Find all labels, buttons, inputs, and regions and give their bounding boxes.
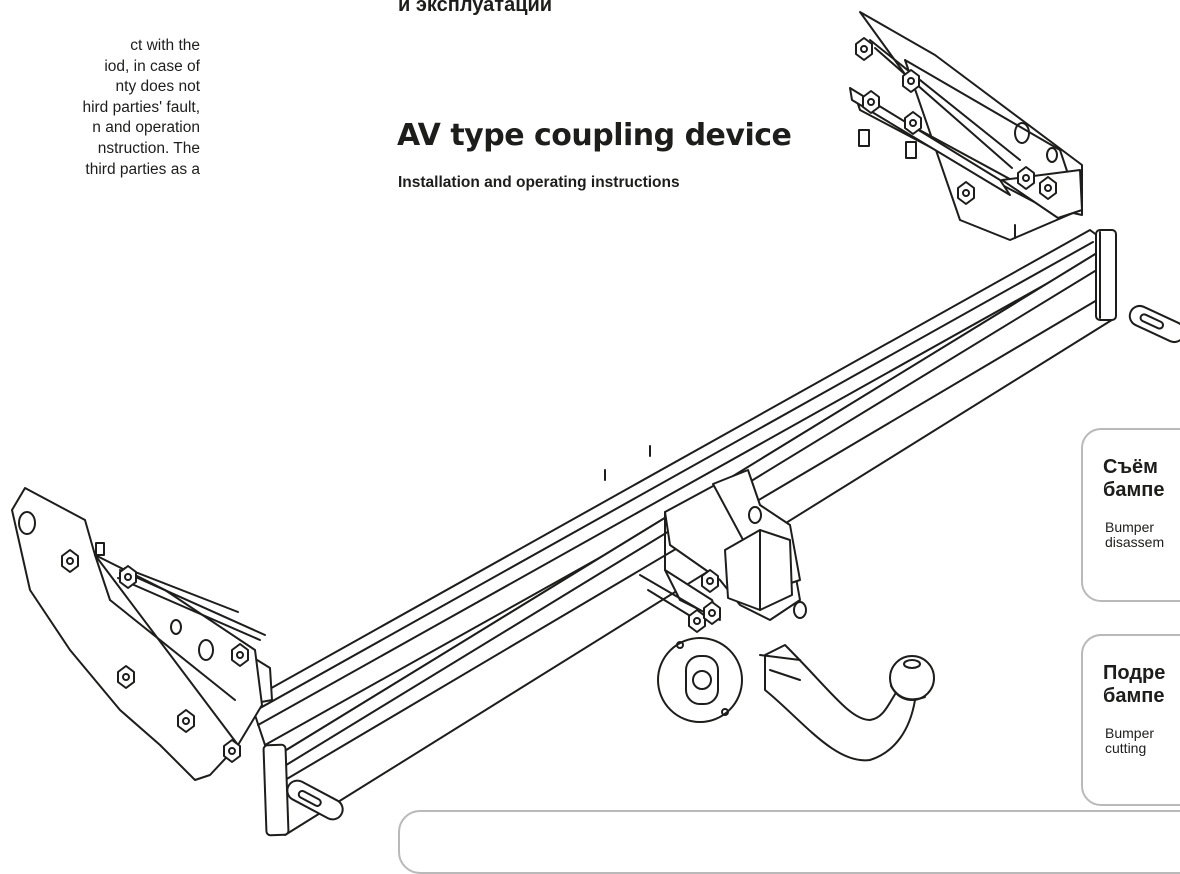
bumper-disassembly-card: Съём бампе Bumper disassem <box>1081 428 1180 602</box>
bolt <box>862 90 880 114</box>
left-strap <box>286 779 344 821</box>
bottom-info-frame <box>398 810 1180 874</box>
socket-bolts <box>688 569 721 633</box>
warranty-line: third parties as a <box>85 160 200 178</box>
page-title: AV type coupling device <box>397 118 792 153</box>
warranty-line: nty does not <box>115 78 200 96</box>
tow-bar-illustration <box>11 11 1180 837</box>
card-description: Bumper disassem <box>1105 519 1165 550</box>
bumper-cutting-card: Подре бампе Bumper cutting <box>1081 634 1180 806</box>
bolt <box>855 37 873 61</box>
bolt <box>703 601 721 625</box>
bolt <box>177 709 195 733</box>
bolt <box>904 111 922 135</box>
card-title: Подре бампе <box>1103 662 1166 707</box>
warranty-text: ct with the iod, in case of nty does not… <box>0 36 200 180</box>
warranty-line: hird parties' fault, <box>82 98 200 116</box>
right-bracket <box>849 11 1083 241</box>
left-bracket <box>11 487 273 781</box>
bolt <box>117 665 135 689</box>
bolt <box>231 643 249 667</box>
ru-heading-line: и эксплуатации <box>398 0 553 16</box>
bolt <box>1017 166 1035 190</box>
warranty-line: ct with the <box>130 37 200 54</box>
hitch-assembly <box>639 469 807 626</box>
bolt <box>688 609 706 633</box>
page-subtitle: Installation and operating instructions <box>398 174 680 191</box>
bolt <box>119 565 137 589</box>
right-strap <box>1128 304 1180 344</box>
bolt <box>223 739 241 763</box>
card-description: Bumper cutting <box>1105 725 1155 756</box>
warranty-line: nstruction. The <box>97 139 200 157</box>
socket-plate <box>657 637 743 723</box>
bolt <box>1039 176 1057 200</box>
warranty-line: iod, in case of <box>104 57 200 75</box>
bolt <box>957 181 975 205</box>
warranty-line: n and operation <box>92 119 200 137</box>
bolt <box>902 69 920 93</box>
card-title: Съём бампе <box>1103 456 1165 501</box>
bolt <box>701 569 719 593</box>
left-bolts <box>61 542 249 763</box>
tow-ball <box>759 644 935 762</box>
bolt <box>61 549 79 573</box>
ru-heading: и эксплуатации <box>398 0 552 18</box>
right-bolts <box>855 37 1057 205</box>
